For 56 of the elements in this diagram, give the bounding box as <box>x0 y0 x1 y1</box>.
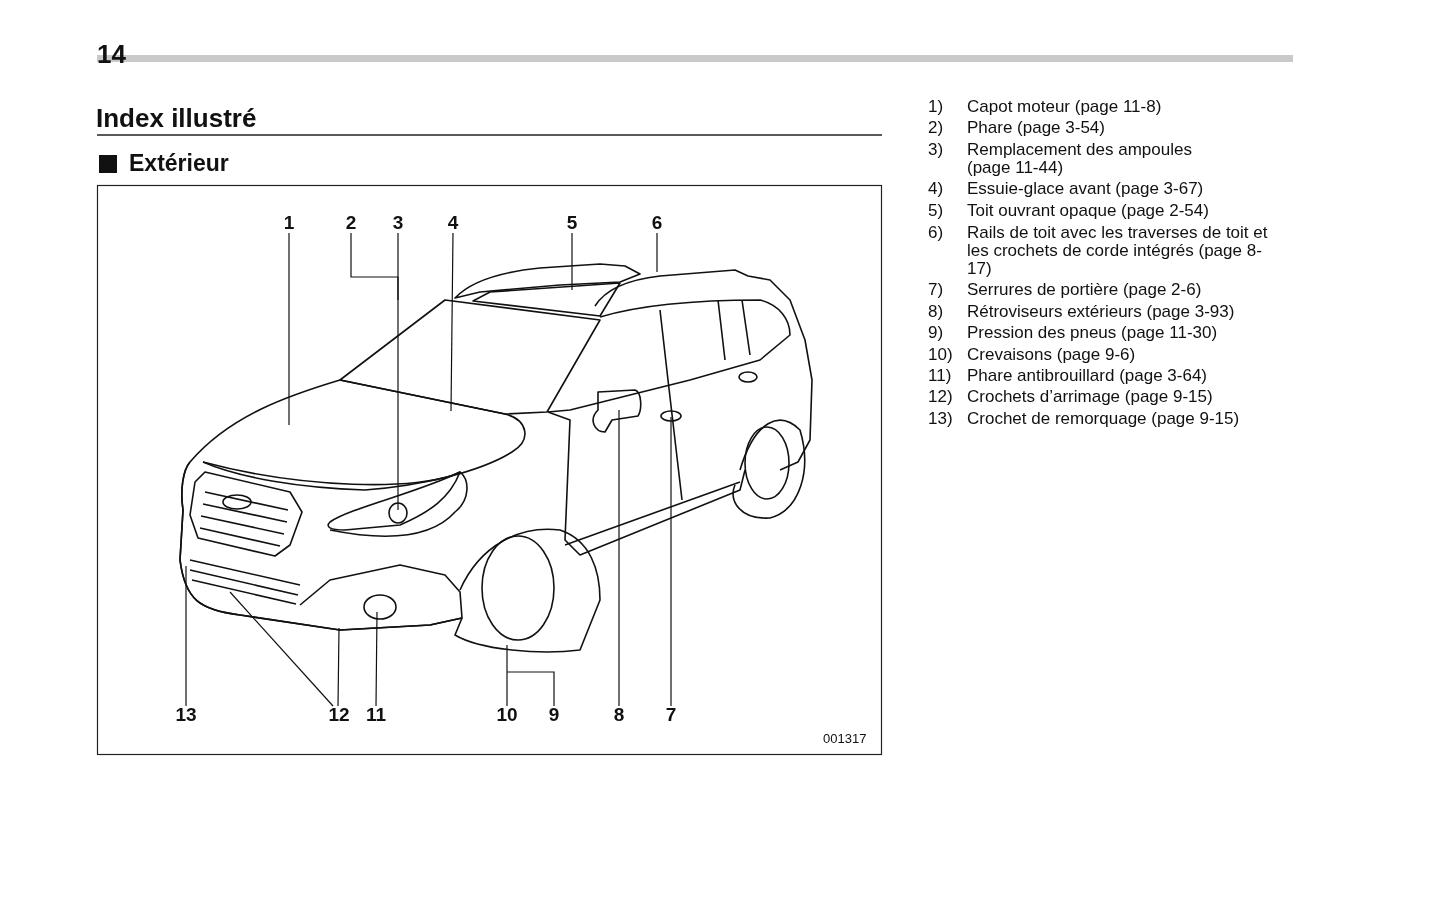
item-number: 6) <box>928 224 944 242</box>
callout-number: 12 <box>324 704 354 726</box>
item-description: Crevaisons (page 9-6) <box>967 346 1137 364</box>
item-number: 3) <box>928 141 944 159</box>
item-number: 2) <box>928 119 944 137</box>
item-number: 9) <box>928 324 944 342</box>
callout-number: 8 <box>604 704 634 726</box>
item-description: Serrures de portière (page 2-6) <box>967 281 1203 299</box>
leader-line <box>229 591 334 707</box>
callout-number: 3 <box>383 212 413 234</box>
item-number: 5) <box>928 202 944 220</box>
leader-line <box>656 232 658 273</box>
callout-number: 13 <box>171 704 201 726</box>
leader-line <box>506 671 555 707</box>
item-number: 10) <box>928 346 953 364</box>
leader-line <box>185 565 187 707</box>
leader-line <box>450 232 454 412</box>
item-description: Phare antibrouillard (page 3-64) <box>967 367 1209 385</box>
item-description: Remplacement des ampoules (page 11-44) <box>967 141 1193 177</box>
leader-line <box>337 627 340 707</box>
callout-number: 6 <box>642 212 672 234</box>
leader-line <box>375 611 378 707</box>
figure-code: 001317 <box>823 731 867 746</box>
leader-line <box>397 232 399 511</box>
leader-line <box>571 232 573 291</box>
callout-number: 4 <box>438 212 468 234</box>
item-description: Rails de toit avec les traverses de toit et les crochets de corde intégrés (page 8-17) <box>967 224 1269 278</box>
page-number: 14 <box>97 39 126 70</box>
item-description: Capot moteur (page 11-8) <box>967 98 1163 116</box>
callout-number: 5 <box>557 212 587 234</box>
callout-number: 2 <box>336 212 366 234</box>
item-description: Crochets d’arrimage (page 9-15) <box>967 388 1214 406</box>
item-number: 13) <box>928 410 953 428</box>
leader-line <box>506 644 508 707</box>
callout-number: 10 <box>492 704 522 726</box>
item-description: Pression des pneus (page 11-30) <box>967 324 1219 342</box>
leader-line <box>670 416 672 707</box>
callout-number: 7 <box>656 704 686 726</box>
item-number: 12) <box>928 388 953 406</box>
leader-line <box>288 232 290 426</box>
item-description: Phare (page 3-54) <box>967 119 1106 137</box>
item-number: 11) <box>928 367 952 385</box>
page-title: Index illustré <box>96 103 257 134</box>
leader-line <box>618 409 620 707</box>
item-description: Essuie-glace avant (page 3-67) <box>967 180 1205 198</box>
callout-number: 1 <box>274 212 304 234</box>
callout-number: 9 <box>539 704 569 726</box>
item-number: 1) <box>928 98 944 116</box>
item-description: Toit ouvrant opaque (page 2-54) <box>967 202 1210 220</box>
item-number: 4) <box>928 180 944 198</box>
item-description: Rétroviseurs extérieurs (page 3-93) <box>967 303 1236 321</box>
item-number: 8) <box>928 303 944 321</box>
callout-number: 11 <box>361 704 391 726</box>
item-description: Crochet de remorquage (page 9-15) <box>967 410 1241 428</box>
section-heading: Extérieur <box>129 150 229 177</box>
item-number: 7) <box>928 281 944 299</box>
